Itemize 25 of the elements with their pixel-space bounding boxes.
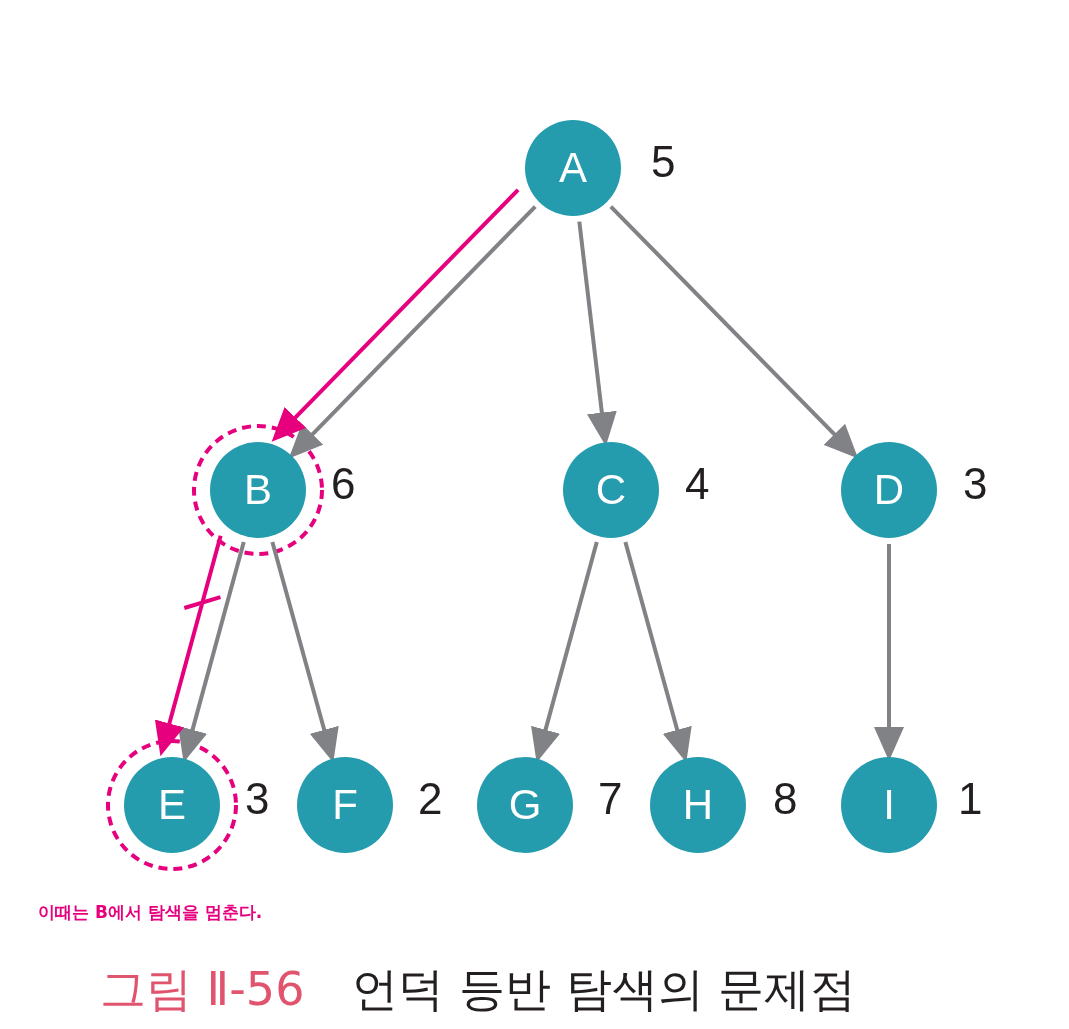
- node-letter: A: [559, 147, 587, 189]
- node-value: 3: [963, 462, 988, 506]
- node-letter: D: [873, 469, 905, 511]
- node-value: 7: [598, 777, 623, 821]
- node-letter: C: [595, 469, 627, 511]
- node-letter: H: [682, 784, 714, 826]
- figure-number: 그림 Ⅱ-56: [100, 961, 305, 1018]
- node-letter: I: [883, 784, 895, 826]
- node-value: 4: [685, 462, 710, 506]
- caption: 언덕 등반 탐색의 문제점: [352, 961, 857, 1018]
- node-value: 2: [418, 777, 443, 821]
- node-letter: E: [158, 784, 186, 826]
- node-value: 3: [245, 777, 270, 821]
- arrow: [288, 205, 537, 459]
- note-text: 이때는 B에서 탐색을 멈춘다.: [38, 901, 263, 924]
- arrow: [609, 205, 859, 459]
- node-letter: G: [508, 784, 542, 826]
- arrow: [271, 188, 520, 442]
- arrow: [154, 535, 223, 757]
- node-letter: F: [332, 784, 358, 826]
- node-value: 5: [651, 140, 676, 184]
- node-value: 1: [958, 777, 983, 821]
- node-value: 8: [773, 777, 798, 821]
- node-letter: B: [244, 469, 272, 511]
- node-value: 6: [331, 462, 356, 506]
